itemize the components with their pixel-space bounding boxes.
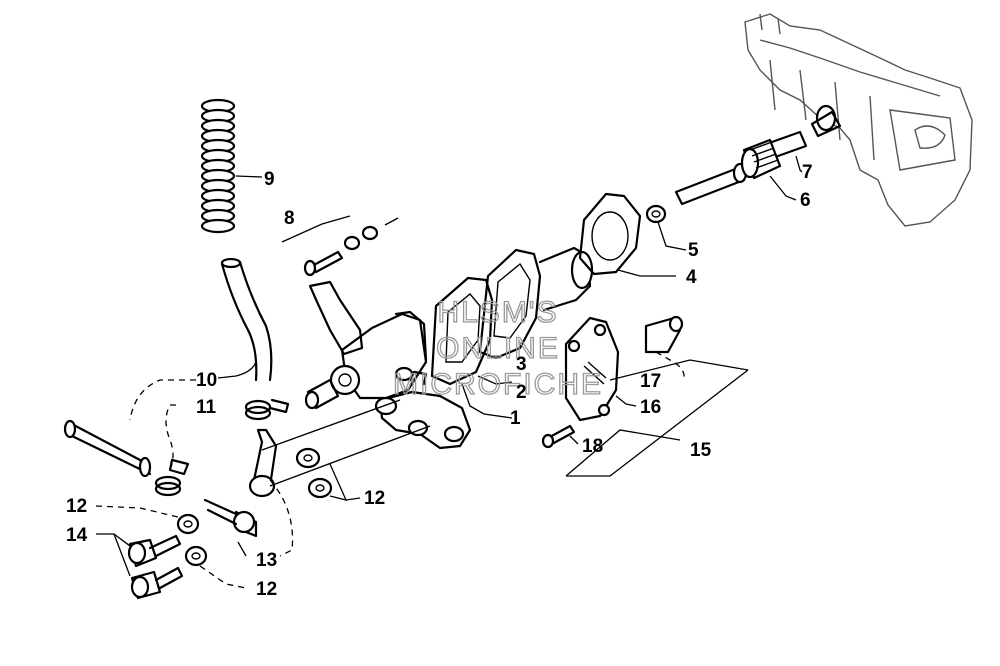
watermark-line1: HLSM'S xyxy=(437,296,558,329)
callout-14: 14 xyxy=(66,525,88,546)
part-10-hose xyxy=(129,257,273,421)
part-11-clamps xyxy=(154,398,290,497)
callout-17: 17 xyxy=(640,371,661,392)
part-18-screw xyxy=(541,424,579,449)
callout-9: 9 xyxy=(264,169,275,190)
part-16-cover-plate xyxy=(564,316,637,422)
callout-11: 11 xyxy=(196,397,217,418)
callout-13: 13 xyxy=(256,550,277,571)
part-6-7-shaft-gear xyxy=(674,104,842,206)
callout-6: 6 xyxy=(800,190,811,211)
callout-2: 2 xyxy=(516,382,527,403)
part-4-gasket xyxy=(578,192,676,277)
callout-18: 18 xyxy=(582,436,603,457)
part-8-screw-washers xyxy=(281,215,399,277)
part-5-washer xyxy=(645,204,687,251)
watermark-line2: ONLINE xyxy=(436,332,560,365)
callout-12-left: 12 xyxy=(66,496,87,517)
part-13-elbow xyxy=(203,428,294,557)
part-14-bolts xyxy=(96,533,184,600)
callout-3: 3 xyxy=(516,354,527,375)
callout-12-right: 12 xyxy=(364,488,385,509)
callout-8: 8 xyxy=(284,208,295,229)
engine-block xyxy=(744,13,973,227)
watermark-line3: MICROFICHE xyxy=(393,368,603,401)
part-12-washers xyxy=(95,447,361,589)
callout-1: 1 xyxy=(510,408,521,429)
watermark: HLSM'S ONLINE MICROFICHE xyxy=(392,295,603,401)
callout-10: 10 xyxy=(196,370,217,391)
part-2-3-gaskets xyxy=(430,248,542,419)
left-hose xyxy=(63,419,152,478)
callout-4: 4 xyxy=(686,267,697,288)
callout-15: 15 xyxy=(690,440,712,461)
callout-12-bottom: 12 xyxy=(256,579,277,600)
pump-housing xyxy=(538,246,594,312)
callouts: 1 2 3 4 5 6 7 8 9 10 11 12 12 12 13 14 1… xyxy=(66,162,813,600)
part-15-bracket xyxy=(565,359,749,477)
callout-5: 5 xyxy=(688,240,699,261)
part-9-spring xyxy=(200,98,263,234)
callout-16: 16 xyxy=(640,397,661,418)
callout-7: 7 xyxy=(802,162,813,183)
part-17-plug xyxy=(644,315,685,381)
oil-pump-body xyxy=(261,280,472,487)
